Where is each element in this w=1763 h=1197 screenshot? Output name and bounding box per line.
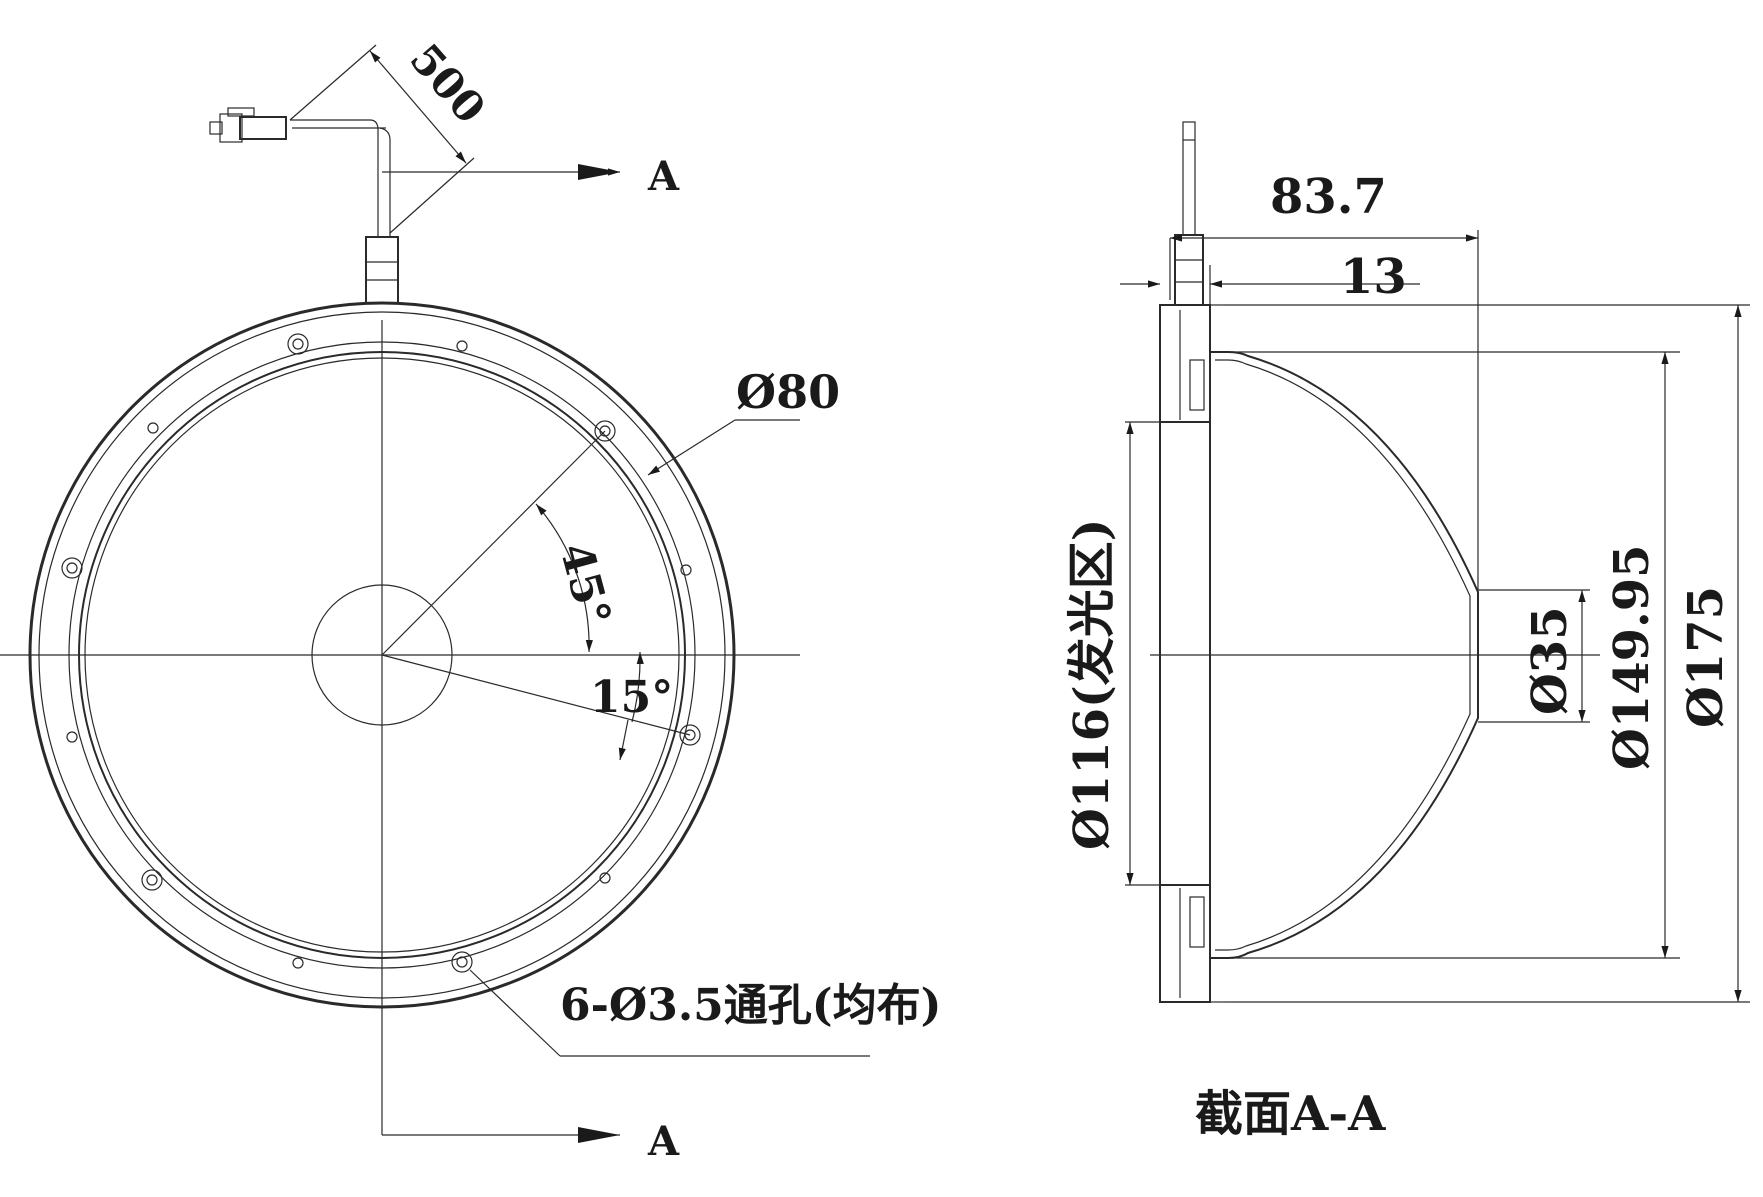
holes-note-label: 6-Ø3.5通孔(均布) (560, 980, 941, 1031)
dim-175: Ø175 (1225, 304, 1750, 1003)
dim-83-7-label: 83.7 (1270, 169, 1387, 225)
angle-45-dimension: 45° (535, 503, 620, 653)
front-view: 500 A A Ø80 45° 15° (0, 34, 941, 1165)
emitting-ring-outer (78, 351, 686, 959)
cable-length-label: 500 (400, 34, 494, 132)
section-title: 截面A-A (1195, 1086, 1386, 1142)
angle-45-label: 45° (549, 538, 620, 632)
dome (1210, 304, 1479, 1003)
emitting-ring-inner (84, 357, 680, 953)
section-cable (1174, 121, 1204, 306)
cable-gland (209, 107, 399, 304)
dim-83-7: 83.7 (1169, 169, 1479, 590)
mounting-ring (68, 341, 696, 969)
through-hole (451, 951, 473, 973)
section-mark-top-label: A (647, 153, 680, 200)
section-mark-bottom: A (382, 1118, 680, 1165)
dim-116-label: Ø116(发光区) (1064, 519, 1120, 850)
dim-149-95: Ø149.95 (1228, 351, 1680, 959)
small-screws (66, 340, 692, 969)
diameter-80-leader: Ø80 (381, 365, 840, 656)
section-mark-bottom-label: A (647, 1118, 680, 1165)
cable-length-dimension: 500 (289, 34, 495, 234)
dim-13: 13 (1120, 249, 1420, 305)
diameter-80-label: Ø80 (736, 365, 840, 419)
angle-15-dimension: 15° (381, 651, 691, 761)
dim-13-label: 13 (1340, 249, 1407, 305)
dim-175-label: Ø175 (1678, 586, 1734, 728)
through-hole (679, 724, 701, 746)
through-holes (61, 333, 701, 973)
angle-15-label: 15° (590, 672, 673, 723)
holes-note: 6-Ø3.5通孔(均布) (469, 969, 941, 1057)
through-hole (594, 420, 616, 442)
through-hole (287, 333, 309, 355)
outer-rim-inner (38, 311, 726, 999)
dim-149-95-label: Ø149.95 (1604, 544, 1660, 770)
section-mark-top: A (382, 153, 680, 200)
through-hole (141, 869, 163, 891)
through-hole (61, 557, 83, 579)
base-flange (1159, 304, 1211, 1003)
dim-35: Ø35 (1478, 589, 1590, 723)
dim-116: Ø116(发光区) (1064, 421, 1160, 886)
center-aperture (311, 584, 453, 726)
dim-35-label: Ø35 (1522, 606, 1578, 715)
section-view: 83.7 13 Ø116(发光区) Ø35 (1064, 121, 1750, 1142)
